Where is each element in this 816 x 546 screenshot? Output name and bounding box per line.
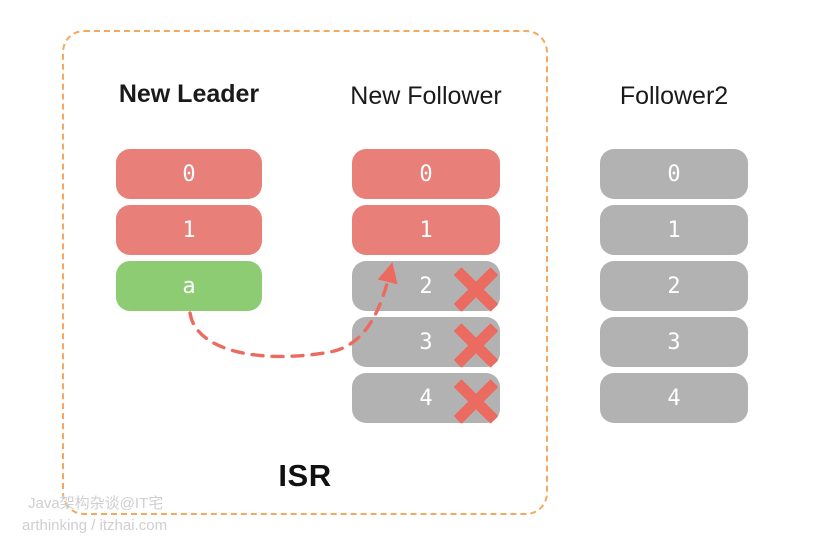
log-stack-follower2: 0 1 2 3 4 [600, 149, 748, 429]
column-title-new-leader: New Leader [118, 80, 260, 108]
log-cell: 0 [600, 149, 748, 199]
watermark-line-1: Java架构杂谈@IT宅 [28, 495, 164, 512]
log-cell: 1 [600, 205, 748, 255]
log-cell: 0 [352, 149, 500, 199]
log-cell: 3 [600, 317, 748, 367]
isr-label: ISR [278, 458, 332, 493]
log-cell: 3 [352, 317, 500, 367]
log-cell: a [116, 261, 262, 311]
column-title-new-follower: New Follower [350, 82, 502, 110]
log-stack-new-leader: 0 1 a [116, 149, 262, 317]
log-cell: 1 [116, 205, 262, 255]
log-cell: 4 [600, 373, 748, 423]
log-cell: 2 [352, 261, 500, 311]
isr-group-boundary [62, 30, 548, 515]
log-stack-new-follower: 0 1 2 3 4 [352, 149, 500, 429]
column-title-follower2: Follower2 [619, 82, 729, 110]
watermark-line-2: arthinking / itzhai.com [22, 517, 168, 534]
log-cell: 4 [352, 373, 500, 423]
log-cell: 0 [116, 149, 262, 199]
log-cell: 1 [352, 205, 500, 255]
log-cell: 2 [600, 261, 748, 311]
